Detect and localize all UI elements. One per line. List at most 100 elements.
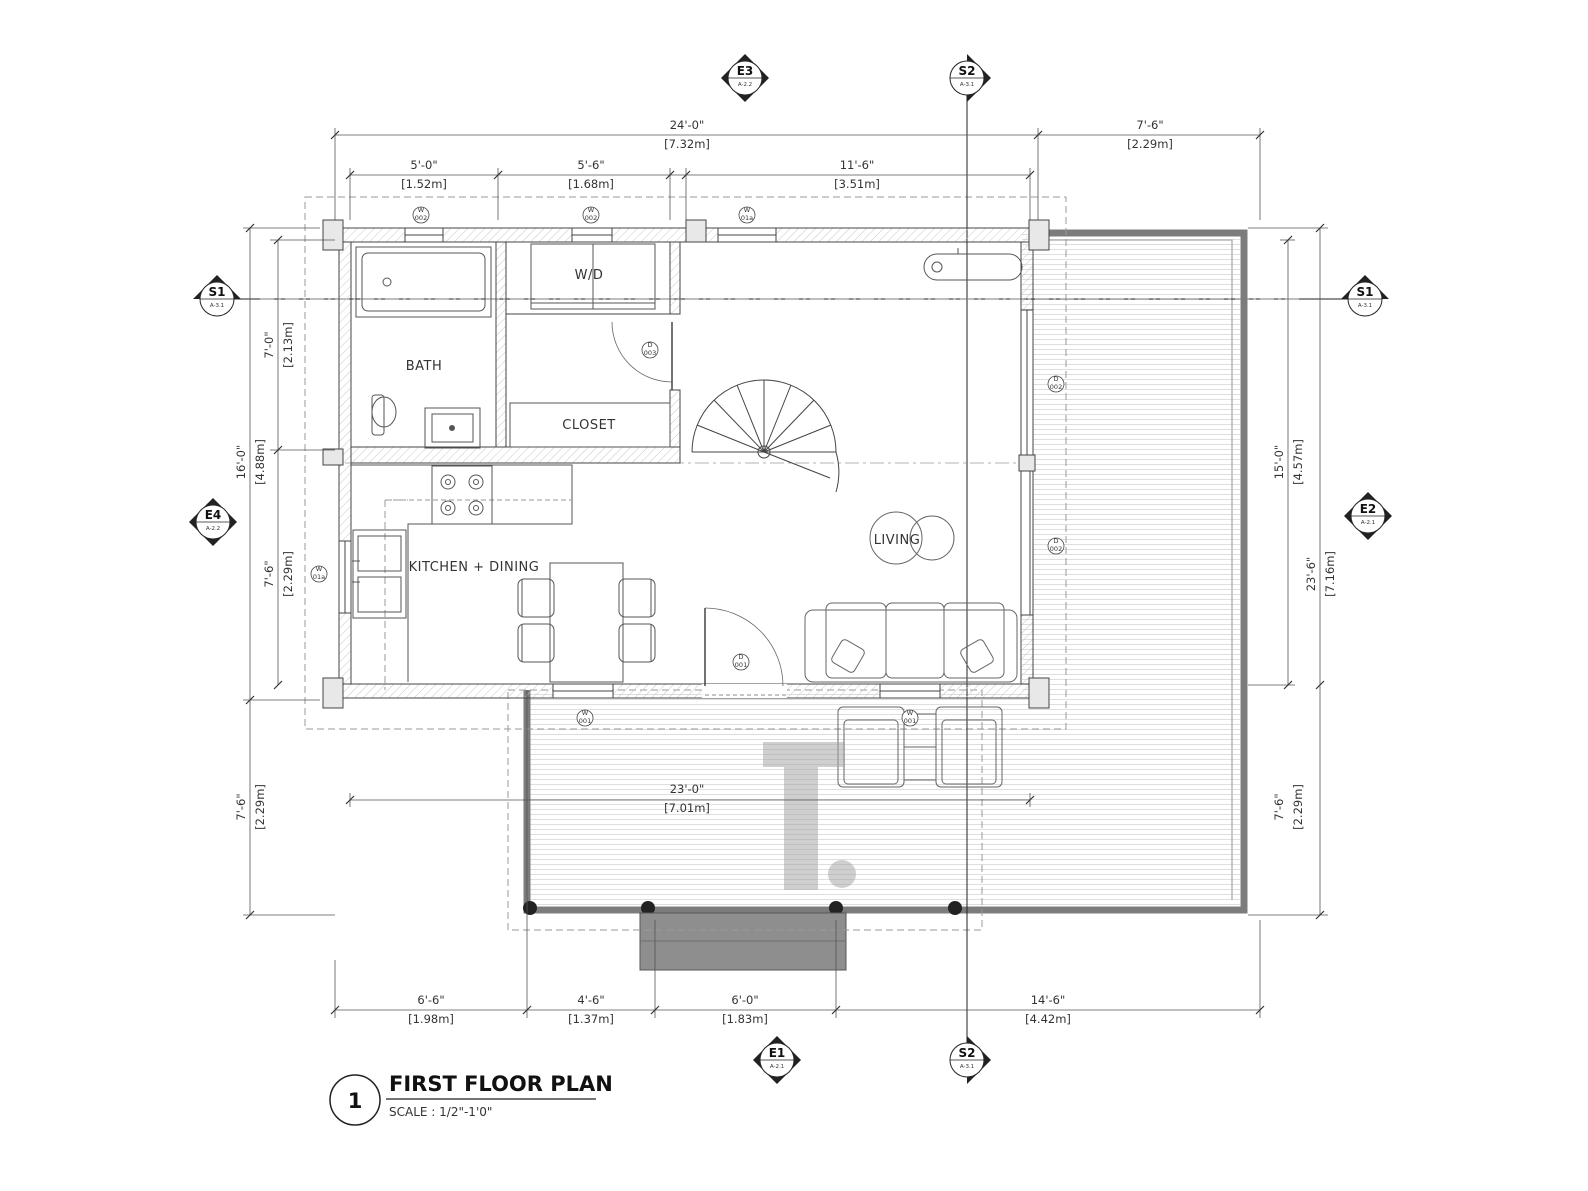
door-003-swing xyxy=(611,321,673,390)
window-tag: W 002 xyxy=(582,206,600,224)
svg-text:W: W xyxy=(907,709,914,717)
dim-bottom-4-metric: [4.42m] xyxy=(1025,1012,1071,1026)
svg-text:003: 003 xyxy=(644,349,656,357)
dim-bottom-2: 4'-6" xyxy=(577,993,604,1007)
watermark-text: T. xyxy=(0,0,1,1)
dim-top-overall: 24'-0" xyxy=(670,118,705,132)
elevation-marker-e1: E1 A-2.1 xyxy=(753,1036,801,1084)
dim-left-overall-metric: [4.88m] xyxy=(253,439,267,485)
svg-text:A-3.1: A-3.1 xyxy=(960,1064,974,1070)
dim-porch-width: 23'-0" xyxy=(670,782,705,796)
svg-text:A-2.2: A-2.2 xyxy=(206,526,220,532)
dim-top-3: 11'-6" xyxy=(840,158,875,172)
dim-top-deck: 7'-6" xyxy=(1136,118,1163,132)
drawing-title: 1 FIRST FLOOR PLAN SCALE : 1/2"-1'0" xyxy=(329,1072,613,1126)
coffee-table xyxy=(869,511,955,565)
room-label-kitchen: KITCHEN + DINING xyxy=(409,560,540,575)
svg-text:001: 001 xyxy=(579,717,591,725)
room-label-closet: CLOSET xyxy=(562,418,616,433)
dim-right-inner-metric: [4.57m] xyxy=(1291,439,1305,485)
washer-dryer xyxy=(530,243,656,310)
dim-left-lower: 7'-6" xyxy=(262,560,276,587)
svg-text:W: W xyxy=(588,206,595,214)
kitchen-sink xyxy=(352,529,407,619)
dim-right-inner: 15'-0" xyxy=(1272,445,1286,480)
dim-top-1-metric: [1.52m] xyxy=(401,177,447,191)
kitchen-counter xyxy=(351,464,573,682)
dim-left-porch: 7'-6" xyxy=(234,793,248,820)
svg-text:D: D xyxy=(647,341,652,349)
dim-right-overall: 23'-6" xyxy=(1304,557,1318,592)
dim-top-overall-metric: [7.32m] xyxy=(664,137,710,151)
elevation-marker-e4: E4 A-2.2 xyxy=(189,498,237,546)
svg-text:002: 002 xyxy=(1050,545,1062,553)
window-tag: W 001 xyxy=(901,709,919,727)
svg-text:E4: E4 xyxy=(205,508,222,522)
svg-text:A-3.1: A-3.1 xyxy=(210,303,224,309)
right-deck-surface xyxy=(1022,234,1240,690)
deck xyxy=(523,229,1248,971)
svg-text:D: D xyxy=(1053,375,1058,383)
window-tag: W 01a xyxy=(310,565,328,583)
porch-post xyxy=(829,901,843,915)
dim-left-overall: 16'-0" xyxy=(234,445,248,480)
dimension-ticks xyxy=(245,130,1325,1015)
dining-table xyxy=(517,562,656,683)
spiral-stair xyxy=(691,379,840,493)
svg-text:002: 002 xyxy=(585,214,597,222)
front-porch-surface xyxy=(527,690,1240,908)
svg-text:W: W xyxy=(744,206,751,214)
svg-text:001: 001 xyxy=(904,717,916,725)
svg-text:E1: E1 xyxy=(769,1046,786,1060)
svg-text:W: W xyxy=(316,565,323,573)
svg-text:01a: 01a xyxy=(741,214,753,222)
svg-text:W: W xyxy=(418,206,425,214)
dim-left-lower-metric: [2.29m] xyxy=(281,551,295,597)
svg-text:E3: E3 xyxy=(737,64,754,78)
opening-tags: W 002 W 002 W 01a W 01a W 001 W 001 D 00… xyxy=(310,206,1065,727)
door-tag: D 002 xyxy=(1047,537,1065,555)
dimension-lines xyxy=(243,128,1328,1018)
svg-text:002: 002 xyxy=(415,214,427,222)
walls xyxy=(322,219,1050,709)
room-label-wd: W/D xyxy=(575,268,604,283)
drawing-number-circle xyxy=(329,1074,381,1126)
porch-post xyxy=(523,901,537,915)
svg-text:A-2.1: A-2.1 xyxy=(1361,520,1375,526)
dim-right-porch: 7'-6" xyxy=(1272,793,1286,820)
dim-left-upper-metric: [2.13m] xyxy=(281,322,295,368)
window-tag: W 001 xyxy=(576,709,594,727)
closet-shelf xyxy=(509,402,671,448)
door-tag: D 001 xyxy=(732,653,750,671)
svg-text:01a: 01a xyxy=(313,573,325,581)
dim-right-overall-metric: [7.16m] xyxy=(1323,551,1337,597)
room-labels: BATH W/D CLOSET KITCHEN + DINING LIVING xyxy=(406,268,921,575)
dim-left-porch-metric: [2.29m] xyxy=(253,784,267,830)
dim-porch-width-metric: [7.01m] xyxy=(664,801,710,815)
room-label-bath: BATH xyxy=(406,359,443,374)
door-tag: D 002 xyxy=(1047,375,1065,393)
svg-text:S2: S2 xyxy=(959,1046,976,1060)
window-tag: W 002 xyxy=(412,206,430,224)
room-label-living: LIVING xyxy=(874,533,921,548)
window-tag: W 01a xyxy=(738,206,756,224)
sofa xyxy=(804,602,1018,683)
section-marker-s2-top: S2 A-3.1 xyxy=(949,54,991,102)
watermark-logo: T. xyxy=(0,0,856,890)
bathtub xyxy=(355,246,492,318)
deck-railing-inner xyxy=(1034,239,1233,900)
wood-stove xyxy=(923,248,1023,281)
dim-right-porch-metric: [2.29m] xyxy=(1291,784,1305,830)
dim-bottom-2-metric: [1.37m] xyxy=(568,1012,614,1026)
svg-text:S1: S1 xyxy=(209,285,226,299)
door-001-swing xyxy=(704,607,787,696)
dim-bottom-3: 6'-0" xyxy=(731,993,758,1007)
dim-top-2-metric: [1.68m] xyxy=(568,177,614,191)
svg-text:A-2.1: A-2.1 xyxy=(770,1064,784,1070)
toilet xyxy=(371,394,397,436)
cooktop xyxy=(431,465,493,525)
svg-text:E2: E2 xyxy=(1360,502,1377,516)
dim-top-1: 5'-0" xyxy=(410,158,437,172)
elevation-marker-e2: E2 A-2.1 xyxy=(1344,492,1392,540)
section-marker-s1-right: S1 A-3.1 xyxy=(1341,275,1389,317)
